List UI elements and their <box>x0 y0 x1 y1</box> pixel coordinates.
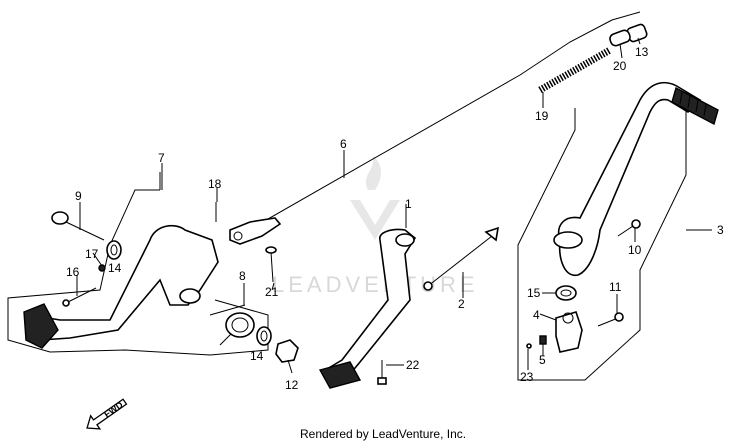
part-12-nut <box>275 339 299 363</box>
part-21-bolt <box>265 246 277 283</box>
part-15-seal <box>555 285 577 301</box>
part-10-bolt <box>617 219 641 237</box>
part-16-bolt <box>62 287 97 307</box>
callout-2: 2 <box>458 297 465 311</box>
watermark-text: LEADVENTURE <box>272 272 479 297</box>
part-3-group-bracket <box>517 108 687 381</box>
callout-14b: 14 <box>250 349 264 363</box>
part-14-washer-b <box>256 326 272 346</box>
callout-5: 5 <box>539 353 546 367</box>
part-23-pin <box>526 343 532 349</box>
callout-21: 21 <box>265 285 279 299</box>
callout-20: 20 <box>613 59 627 73</box>
part-19-spring <box>538 46 612 94</box>
callout-19: 19 <box>535 109 549 123</box>
part-6-rod <box>229 11 641 245</box>
part-5-pin <box>539 335 547 345</box>
part-8-spring <box>209 304 255 346</box>
callout-12: 12 <box>285 378 299 392</box>
fwd-arrow-icon: FWD <box>86 398 128 430</box>
part-22-bolt <box>377 360 387 385</box>
callout-14a: 14 <box>108 261 122 275</box>
callout-11: 11 <box>609 280 622 294</box>
callout-7: 7 <box>158 151 165 165</box>
part-3-kick-lever <box>553 81 719 276</box>
callout-9: 9 <box>75 189 82 203</box>
leader-lines <box>76 37 712 374</box>
callout-18: 18 <box>208 177 222 191</box>
part-4-block <box>555 311 583 353</box>
part-1-pedal <box>318 228 417 389</box>
callout-17: 17 <box>85 247 99 261</box>
callout-22: 22 <box>406 358 420 372</box>
callout-8: 8 <box>239 269 246 283</box>
part-11-bolt <box>597 312 624 327</box>
part-20-sleeve <box>609 29 631 47</box>
callout-15: 15 <box>527 286 541 300</box>
part-9-bolt <box>51 211 105 241</box>
part-17-pin <box>98 264 106 272</box>
callout-16: 16 <box>66 265 80 279</box>
callout-3: 3 <box>717 223 724 237</box>
callout-10: 10 <box>628 243 642 257</box>
rendered-by-credit: Rendered by LeadVenture, Inc. <box>300 427 466 441</box>
part-7-shift-pedal <box>23 224 219 349</box>
callout-23: 23 <box>520 370 534 384</box>
watermark-logo <box>350 155 400 240</box>
part-2-bolt <box>423 226 500 291</box>
callout-6: 6 <box>340 137 347 151</box>
part-14-washer-a <box>106 240 122 260</box>
callout-4: 4 <box>533 308 540 322</box>
callout-1: 1 <box>405 197 412 211</box>
callout-13: 13 <box>635 45 649 59</box>
